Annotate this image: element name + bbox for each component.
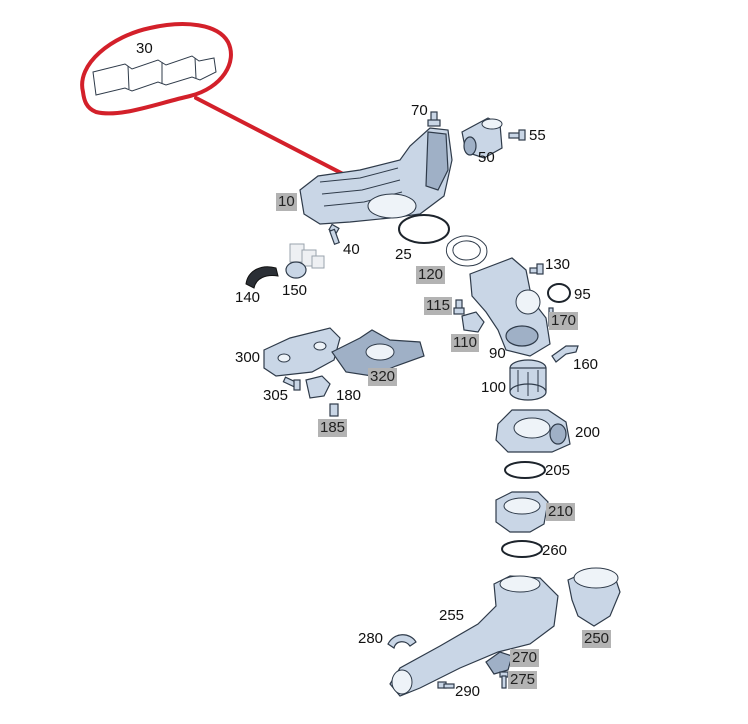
- label-255: 255: [439, 607, 465, 624]
- part-120-gasket: [446, 235, 488, 267]
- red-highlight-circle: [80, 22, 233, 116]
- part-10-intake-manifold: [299, 127, 453, 225]
- part-200-housing: [495, 409, 571, 453]
- part-210-flange: [495, 491, 549, 533]
- label-185: 185: [318, 419, 348, 437]
- part-110-bracket: [461, 311, 485, 333]
- label-120: 120: [416, 266, 446, 284]
- part-300-bracket: [263, 327, 341, 377]
- label-205: 205: [545, 462, 571, 479]
- part-290-bolt: [437, 681, 455, 689]
- label-170: 170: [549, 312, 579, 330]
- label-160: 160: [573, 356, 599, 373]
- label-25: 25: [395, 246, 412, 263]
- part-160-lever: [551, 345, 579, 363]
- label-305: 305: [263, 387, 289, 404]
- part-40-screw: [328, 223, 340, 246]
- label-115: 115: [424, 297, 452, 315]
- label-280: 280: [358, 630, 384, 647]
- label-130: 130: [545, 256, 571, 273]
- part-205-o-ring: [504, 461, 546, 479]
- part-95-o-ring: [547, 283, 571, 303]
- part-250-elbow: [567, 567, 621, 627]
- part-320-heat-shield: [331, 329, 425, 377]
- label-70: 70: [411, 102, 428, 119]
- part-70-screw: [427, 111, 441, 127]
- part-115-screw: [453, 299, 465, 315]
- label-140: 140: [235, 289, 261, 306]
- part-50-elbow: [461, 117, 503, 159]
- part-140-hose: [245, 266, 279, 289]
- label-90: 90: [489, 345, 506, 362]
- label-200: 200: [575, 424, 601, 441]
- label-290: 290: [455, 683, 481, 700]
- label-150: 150: [282, 282, 308, 299]
- label-110: 110: [451, 334, 479, 352]
- part-305-screw: [282, 376, 301, 391]
- part-275-bolt: [499, 671, 509, 689]
- label-55: 55: [529, 127, 546, 144]
- part-185-nut: [329, 403, 339, 417]
- label-270: 270: [510, 649, 540, 667]
- part-280-clamp: [387, 634, 417, 649]
- part-180-clip: [305, 375, 331, 399]
- label-210: 210: [546, 503, 576, 521]
- label-320: 320: [368, 368, 398, 386]
- red-callout-line: [194, 96, 347, 177]
- label-10: 10: [276, 193, 297, 211]
- label-40: 40: [343, 241, 360, 258]
- part-55-bolt: [508, 129, 526, 141]
- label-260: 260: [542, 542, 568, 559]
- label-95: 95: [574, 286, 591, 303]
- part-90-egr-pipe: [469, 257, 551, 357]
- label-300: 300: [235, 349, 261, 366]
- label-50: 50: [478, 149, 495, 166]
- label-275: 275: [508, 671, 538, 689]
- part-25-o-ring: [398, 214, 450, 244]
- part-130-bolt: [529, 263, 544, 275]
- label-100: 100: [481, 379, 507, 396]
- part-150-connector: [285, 243, 325, 279]
- part-30-gasket: [92, 55, 217, 96]
- part-100-cage: [509, 359, 547, 401]
- part-260-o-ring: [501, 540, 543, 558]
- label-180: 180: [336, 387, 362, 404]
- label-30: 30: [136, 40, 153, 57]
- part-255-pipe: [389, 575, 559, 697]
- label-250: 250: [582, 630, 612, 648]
